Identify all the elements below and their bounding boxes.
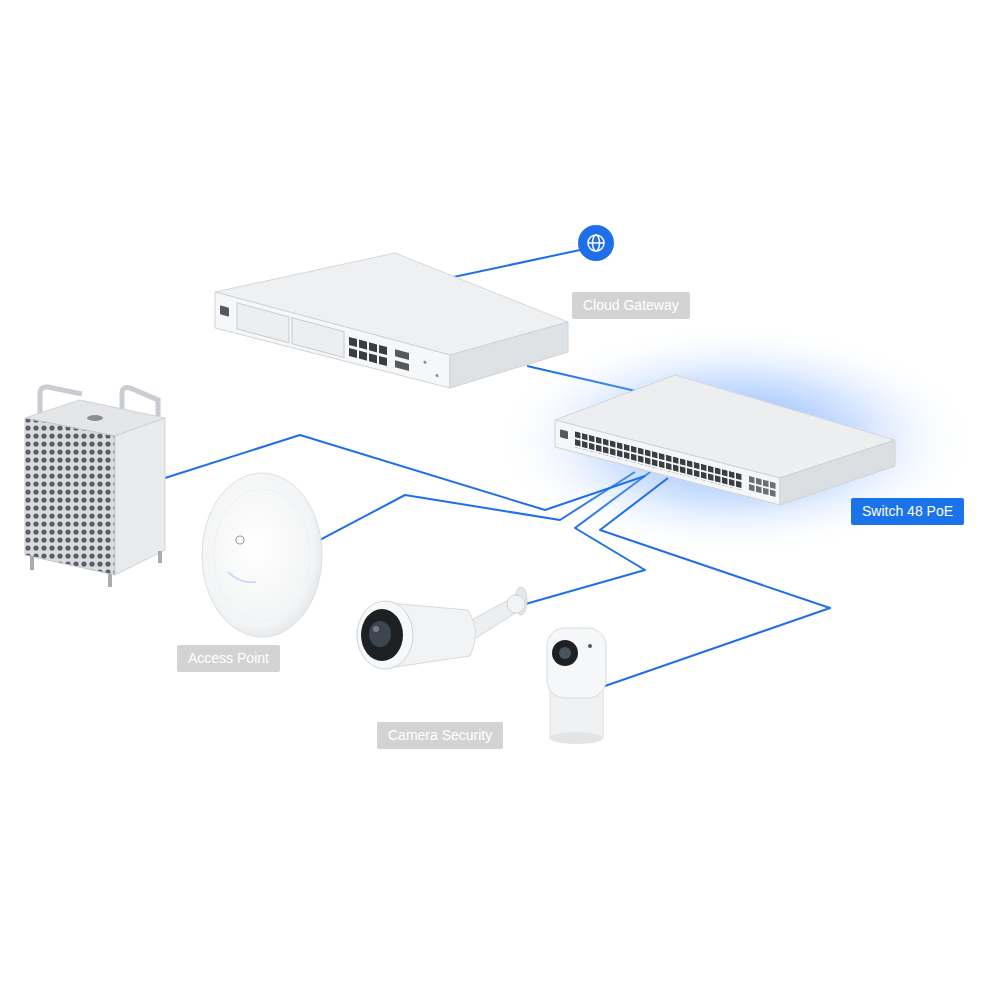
bullet-camera-part	[373, 626, 379, 632]
globe-icon-part	[588, 235, 604, 251]
access-point-device-part	[236, 536, 244, 544]
flex-camera-part	[552, 640, 578, 666]
computer-tower	[25, 387, 165, 587]
switch-device	[555, 375, 895, 505]
access-point-device-part	[214, 489, 310, 621]
flex-camera-part	[588, 644, 592, 648]
device-label: Access Point	[177, 645, 280, 672]
bullet-camera-part	[361, 609, 403, 661]
cloud-gateway-device-part-part	[237, 303, 289, 343]
cloud-gateway-device-part-part	[395, 360, 409, 371]
bullet-camera-part	[507, 595, 525, 613]
bullet-camera	[357, 587, 527, 669]
globe-icon-part-part	[588, 235, 604, 251]
cloud-gateway-device-part-part	[359, 351, 367, 361]
network-wire	[165, 250, 830, 686]
cloud-gateway-device-part	[220, 298, 439, 383]
switch-device-part-part	[770, 489, 776, 496]
switch-device-part-part	[575, 431, 743, 490]
computer-tower-part	[87, 415, 103, 421]
cloud-gateway-device-part-part	[349, 337, 357, 347]
cloud-gateway-device-part-part	[436, 374, 439, 378]
switch-device-part-part	[749, 476, 755, 483]
cloud-gateway-device-part-part	[292, 318, 344, 358]
cloud-gateway-device-part-part	[359, 340, 367, 350]
cloud-gateway-device	[215, 253, 568, 388]
cloud-gateway-device-part-part	[424, 360, 427, 364]
device-node: Access Point	[200, 475, 320, 635]
device-label: Camera Security	[377, 722, 503, 749]
switch-device-part-part	[756, 478, 762, 485]
network-wire-part	[600, 478, 830, 686]
cloud-gateway-device-part-part	[379, 356, 387, 366]
switch-glow	[495, 325, 975, 555]
computer-tower-part	[115, 418, 165, 575]
globe-icon	[578, 225, 614, 261]
device-node: Switch 48 PoE	[555, 392, 895, 472]
computer-tower-part	[25, 418, 115, 575]
switch-device-part	[560, 427, 776, 499]
flex-camera-part	[559, 647, 571, 659]
device-node: Camera Security	[350, 595, 522, 695]
switch-device-part-part	[756, 486, 762, 493]
flex-camera-part	[547, 628, 606, 698]
switch-glow-part	[495, 325, 975, 555]
cloud-gateway-device-part-part	[379, 345, 387, 355]
cloud-gateway-device-part	[450, 322, 568, 388]
cloud-gateway-device-part-part	[369, 353, 377, 363]
flex-camera-part	[550, 732, 603, 744]
switch-device-part-part	[770, 481, 776, 488]
computer-tower-part	[108, 574, 112, 587]
computer-tower-part	[158, 551, 162, 563]
bullet-camera-part	[369, 621, 391, 647]
bullet-camera-part	[357, 601, 413, 669]
cloud-gateway-device-part-part	[349, 348, 357, 358]
switch-device-part-part	[560, 429, 568, 439]
computer-tower-part	[25, 418, 115, 575]
switch-device-part-part	[763, 480, 769, 487]
switch-device-part	[555, 420, 780, 505]
cloud-gateway-device-part	[215, 292, 450, 388]
access-point-device-part	[228, 572, 256, 582]
flex-camera	[547, 628, 606, 744]
globe-icon-part	[578, 225, 614, 261]
cloud-gateway-device-part-part	[395, 349, 409, 360]
computer-tower-part	[30, 556, 34, 570]
switch-device-part	[780, 440, 895, 505]
switch-device-part-part	[749, 484, 755, 491]
device-label: Switch 48 PoE	[851, 498, 964, 525]
cloud-gateway-device-part-part	[369, 342, 377, 352]
cloud-gateway-device-part-part	[220, 305, 229, 316]
access-point-device-part	[202, 473, 322, 637]
device-label: Cloud Gateway	[572, 292, 690, 319]
switch-device-part-part	[763, 488, 769, 495]
access-point-device	[202, 473, 322, 637]
device-node: Cloud Gateway	[215, 250, 570, 366]
globe-icon-part-part	[588, 242, 604, 244]
